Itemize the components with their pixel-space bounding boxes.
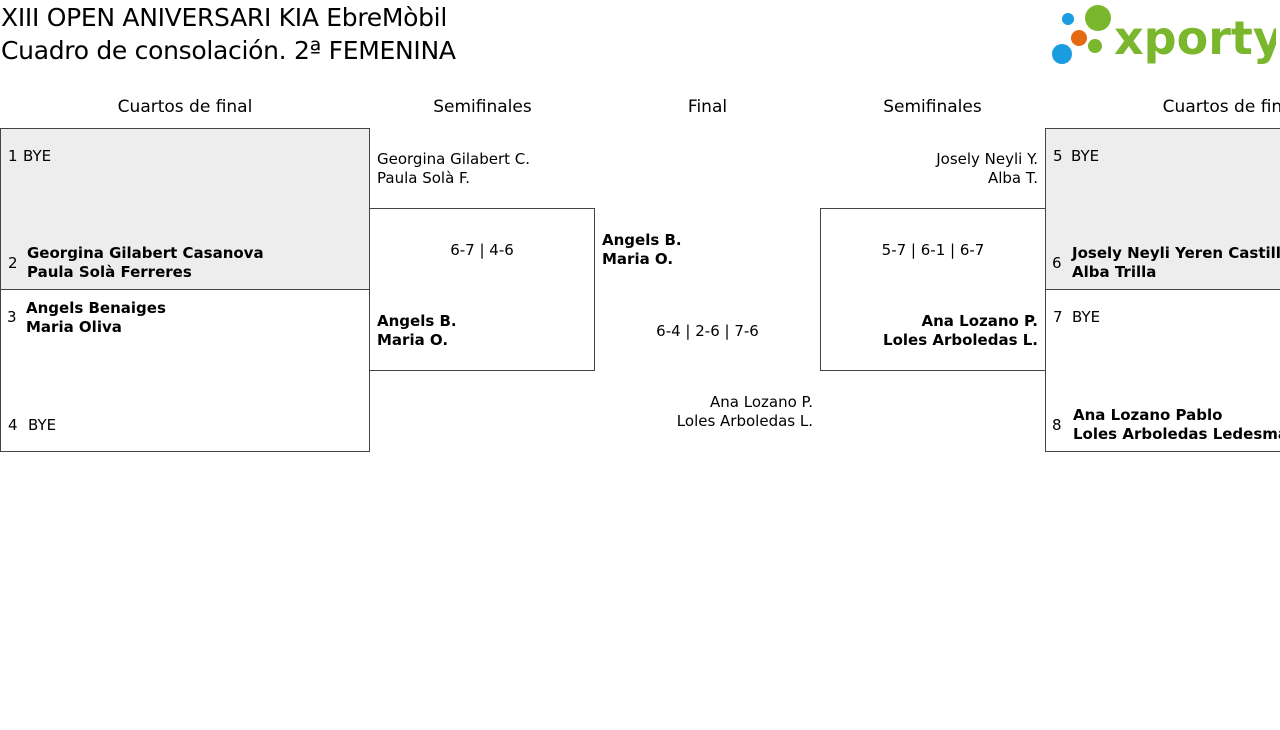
xporty-logo-mark: xporty [1052, 5, 1280, 65]
left-qf-match-1[interactable] [0, 128, 370, 290]
seed-number: 7 [1053, 308, 1063, 326]
player-name: Ana Lozano Pablo [1073, 406, 1223, 424]
player-name: Georgina Gilabert C. [377, 150, 531, 168]
round-header-right-qf: Cuartos de final [1162, 97, 1280, 117]
player-name: Alba Trilla [1072, 263, 1157, 281]
player-name: Ana Lozano P. [710, 393, 813, 411]
seed-number: 2 [8, 254, 18, 272]
page-subtitle: Cuadro de consolación. 2ª FEMENINA [1, 36, 456, 65]
right-qf-match-1[interactable] [1045, 128, 1280, 290]
player-name: Loles Arboledas L. [883, 331, 1038, 349]
match-score: 6-4 | 2-6 | 7-6 [656, 322, 759, 340]
right-qf-match-2[interactable] [1045, 289, 1280, 452]
player-name: Ana Lozano P. [921, 312, 1039, 330]
player-name: Maria O. [602, 250, 674, 268]
match-score: 6-7 | 4-6 [450, 241, 514, 259]
player-name: Paula Solà Ferreres [27, 263, 192, 281]
player-name: Maria O. [377, 331, 449, 349]
player-name: Alba T. [987, 169, 1038, 187]
seed-number: 6 [1052, 254, 1062, 272]
player-bye: BYE [28, 416, 57, 434]
match-score: 5-7 | 6-1 | 6-7 [881, 241, 985, 259]
player-name: Angels B. [377, 312, 457, 330]
player-bye: BYE [23, 147, 52, 165]
left-sf-match[interactable] [369, 208, 595, 371]
round-header-final: Final [687, 97, 728, 117]
round-header-left-qf: Cuartos de final [117, 97, 253, 117]
seed-number: 3 [7, 308, 17, 326]
seed-number: 5 [1053, 147, 1063, 165]
player-name: Josely Neyli Yeren Castilla [1072, 244, 1280, 262]
player-name: Angels Benaiges [26, 299, 166, 317]
round-header-left-sf: Semifinales [433, 97, 532, 117]
player-bye: BYE [1072, 308, 1101, 326]
seed-number: 4 [8, 416, 18, 434]
page-title: XIII OPEN ANIVERSARI KIA EbreMòbil [1, 3, 447, 32]
player-name: Josely Neyli Y. [936, 150, 1038, 168]
player-name: Paula Solà F. [377, 169, 471, 187]
player-name: Loles Arboledas Ledesma [1073, 425, 1280, 443]
round-header-right-sf: Semifinales [883, 97, 982, 117]
player-name: Maria Oliva [26, 318, 122, 336]
logo-text: xporty [1114, 11, 1276, 65]
player-name: Loles Arboledas L. [676, 412, 813, 430]
player-bye: BYE [1071, 147, 1100, 165]
player-name: Georgina Gilabert Casanova [27, 244, 264, 262]
player-name: Angels B. [602, 231, 682, 249]
seed-number: 1 [8, 147, 18, 165]
seed-number: 8 [1052, 416, 1062, 434]
xporty-logo: xporty [1052, 4, 1280, 66]
